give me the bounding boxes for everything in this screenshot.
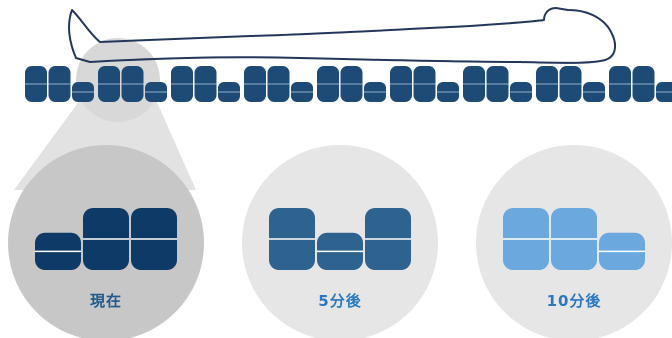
stage-label-10min: 10分後 [546,292,602,310]
air-cell-icon-5min [269,208,411,270]
air-cell-icon-10min [503,208,645,270]
body-outline-icon [68,7,616,64]
air-cell-icon-now [35,208,177,270]
stage-label-now: 現在 [89,292,122,310]
stage-label-5min: 5分後 [318,292,362,310]
mattress-cells [25,66,672,102]
